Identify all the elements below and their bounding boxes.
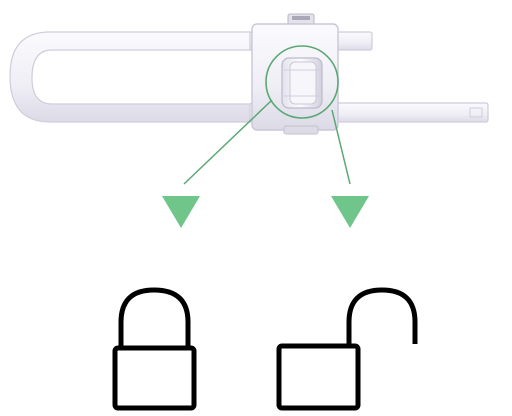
pointer-line-locked	[183, 99, 273, 185]
pointer-line-unlocked	[331, 109, 351, 185]
sliding-lock-product	[9, 13, 489, 135]
locked-padlock-icon	[112, 287, 197, 411]
lock-adjustment-knob	[281, 57, 323, 109]
lock-bar-end-notch	[469, 107, 483, 118]
lock-housing-bottom-tab	[283, 125, 319, 135]
arrow-down-icon-locked	[162, 196, 200, 228]
knob-highlight-circle	[265, 45, 339, 119]
lock-u-shackle	[9, 31, 263, 123]
unlocked-padlock-icon	[276, 287, 418, 411]
arrow-down-icon-unlocked	[331, 196, 369, 228]
